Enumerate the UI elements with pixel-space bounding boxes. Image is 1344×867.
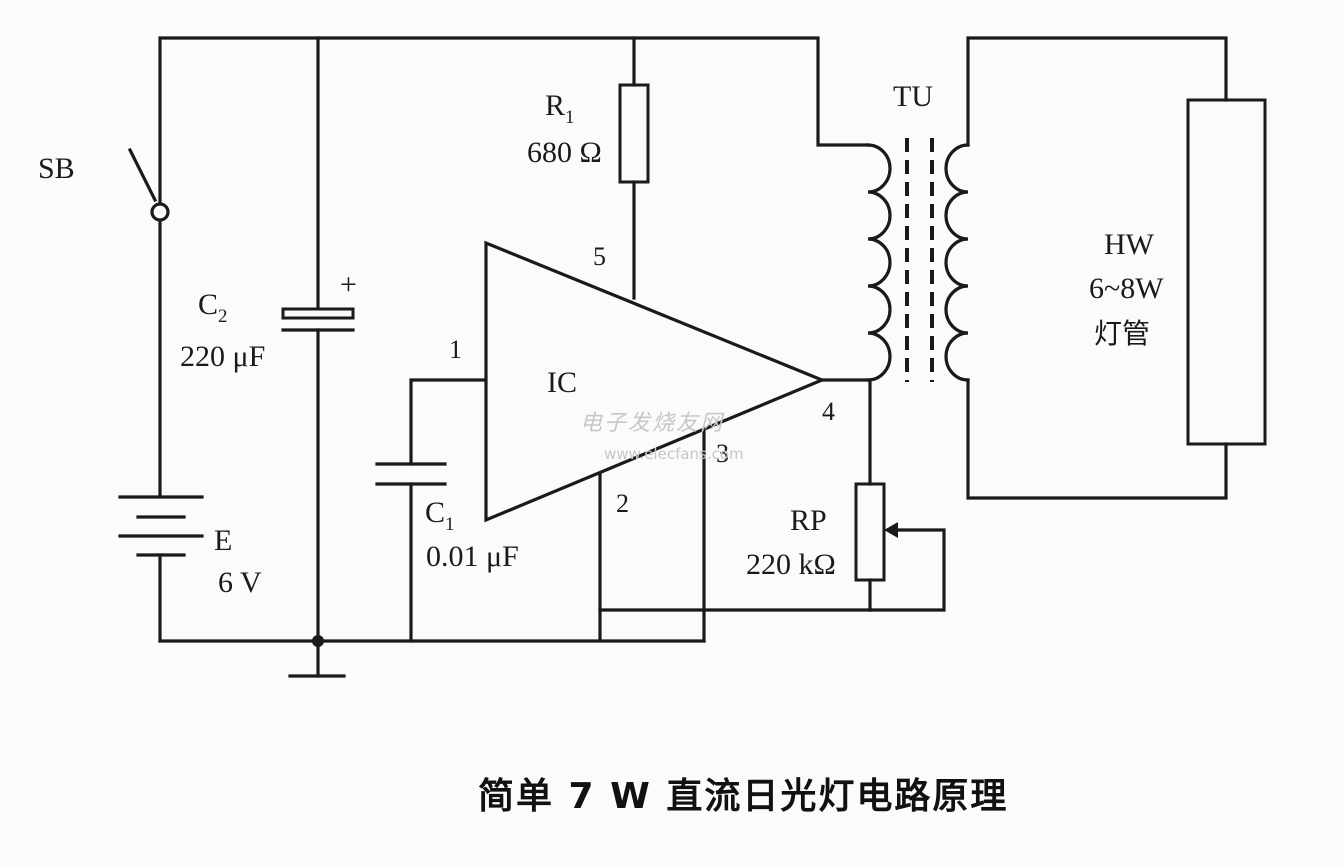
c1-ref-label: C1	[425, 496, 455, 535]
wires	[158, 36, 1228, 678]
watermark: 电子发烧友网 www.elecfans.com	[580, 411, 744, 463]
switch-label: SB	[38, 152, 75, 185]
capacitor-c2: + C2 220 μF	[180, 268, 357, 373]
switch-lever	[127, 147, 158, 203]
potentiometer-rp: RP 220 kΩ	[746, 482, 898, 582]
diagram-caption: 简单 7 W 直流日光灯电路原理	[478, 776, 1008, 817]
pin1-to-c1-wire	[409, 378, 488, 466]
resistor-r1: R1 680 Ω	[527, 83, 650, 184]
battery-e: E 6 V	[118, 495, 262, 599]
r1-body	[618, 83, 650, 184]
transformer-tu: TU	[866, 80, 970, 382]
rp-body	[854, 482, 886, 582]
capacitor-c1: C1 0.01 μF	[375, 462, 519, 573]
rp-wiper-wire	[868, 528, 946, 612]
ic-body	[484, 240, 827, 523]
rp-ref-label: RP	[790, 504, 827, 537]
switch-sb: SB	[38, 147, 170, 222]
lamp-desc-label: 灯管	[1094, 317, 1150, 350]
lamp-hw: HW 6~8W 灯管	[1089, 98, 1267, 446]
ic-amplifier: IC 1 2 3 4 5	[449, 240, 835, 523]
ic-pin-1-label: 1	[449, 335, 462, 364]
secondary-coil	[944, 143, 970, 382]
c2-plate-positive	[281, 307, 355, 320]
c2-value-label: 220 μF	[180, 340, 265, 373]
pin4-output-wire	[820, 378, 872, 486]
c2-polarity: +	[340, 268, 357, 301]
r1-value-label: 680 Ω	[527, 136, 602, 169]
switch-pivot	[150, 202, 170, 222]
battery-value-label: 6 V	[218, 566, 262, 599]
secondary-top-wire	[966, 36, 1228, 147]
battery-ref-label: E	[214, 524, 232, 557]
primary-coil	[866, 143, 892, 382]
secondary-bottom-wire	[966, 378, 1228, 500]
ic-pin-2-label: 2	[616, 489, 629, 518]
lamp-tube	[1186, 98, 1267, 446]
ground-junction-dot	[312, 635, 324, 647]
lamp-ref-label: HW	[1104, 228, 1155, 261]
r1-ref-label: R1	[545, 89, 575, 128]
transformer-label: TU	[893, 80, 933, 113]
c1-value-label: 0.01 μF	[426, 540, 519, 573]
ic-label: IC	[547, 366, 577, 399]
watermark-url: www.elecfans.com	[604, 445, 744, 463]
watermark-cn: 电子发烧友网	[580, 411, 725, 436]
c2-ref-label: C2	[198, 288, 228, 327]
rp-value-label: 220 kΩ	[746, 548, 836, 581]
ic-pin-4-label: 4	[822, 397, 835, 426]
top-rail-wire	[158, 36, 870, 207]
lamp-power-label: 6~8W	[1089, 272, 1164, 305]
rp-wiper-arrow	[884, 522, 898, 538]
ic-pin-3-label: 3	[716, 439, 729, 468]
ic-pin-5-label: 5	[593, 242, 606, 271]
